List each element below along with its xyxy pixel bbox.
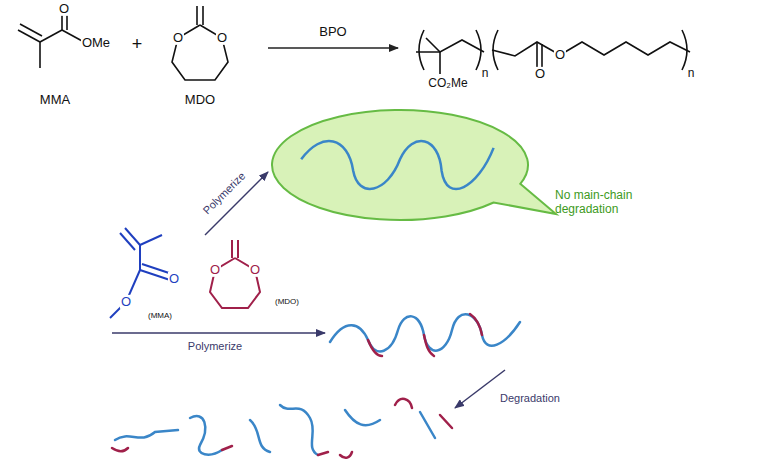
bubble-note: No main-chain degradation — [555, 188, 655, 217]
plus-sign: + — [131, 35, 144, 55]
substituent-label: CO₂Me — [427, 77, 468, 90]
reaction-arrow — [268, 47, 398, 49]
atom-label: O — [58, 2, 70, 16]
arrow-label: Degradation — [499, 392, 561, 404]
mma-structure — [18, 10, 84, 68]
compound-name: MDO — [184, 93, 216, 107]
arrow-label: Polymerize — [200, 169, 248, 217]
compound-tag: (MDO) — [274, 298, 300, 307]
atom-label: O — [249, 263, 261, 277]
arrow-label: Polymerize — [187, 340, 243, 352]
polymer-fragments — [112, 399, 452, 458]
atom-label: O — [168, 272, 180, 286]
repeat-index: n — [687, 67, 696, 80]
speech-bubble: No main-chain degradation — [270, 108, 530, 222]
mma-blue-structure — [110, 228, 172, 318]
degradation-arrow — [455, 370, 505, 408]
initiator-label: BPO — [318, 25, 347, 39]
polymerize-arrow — [112, 332, 325, 334]
repeat-index: n — [481, 67, 490, 80]
atom-label: O — [120, 295, 132, 309]
bubble-outline — [270, 108, 530, 222]
compound-name: MMA — [39, 93, 71, 107]
mdo-structure — [172, 6, 228, 80]
atom-label: O — [209, 263, 221, 277]
atom-label: O — [172, 31, 184, 45]
compound-tag: (MMA) — [147, 312, 173, 321]
atom-label: O — [534, 67, 546, 81]
copolymer-structure — [416, 30, 690, 74]
atom-label: O — [216, 31, 228, 45]
copolymer-chain — [330, 314, 520, 356]
atom-label: O — [554, 48, 566, 62]
atom-label: OMe — [81, 36, 111, 50]
